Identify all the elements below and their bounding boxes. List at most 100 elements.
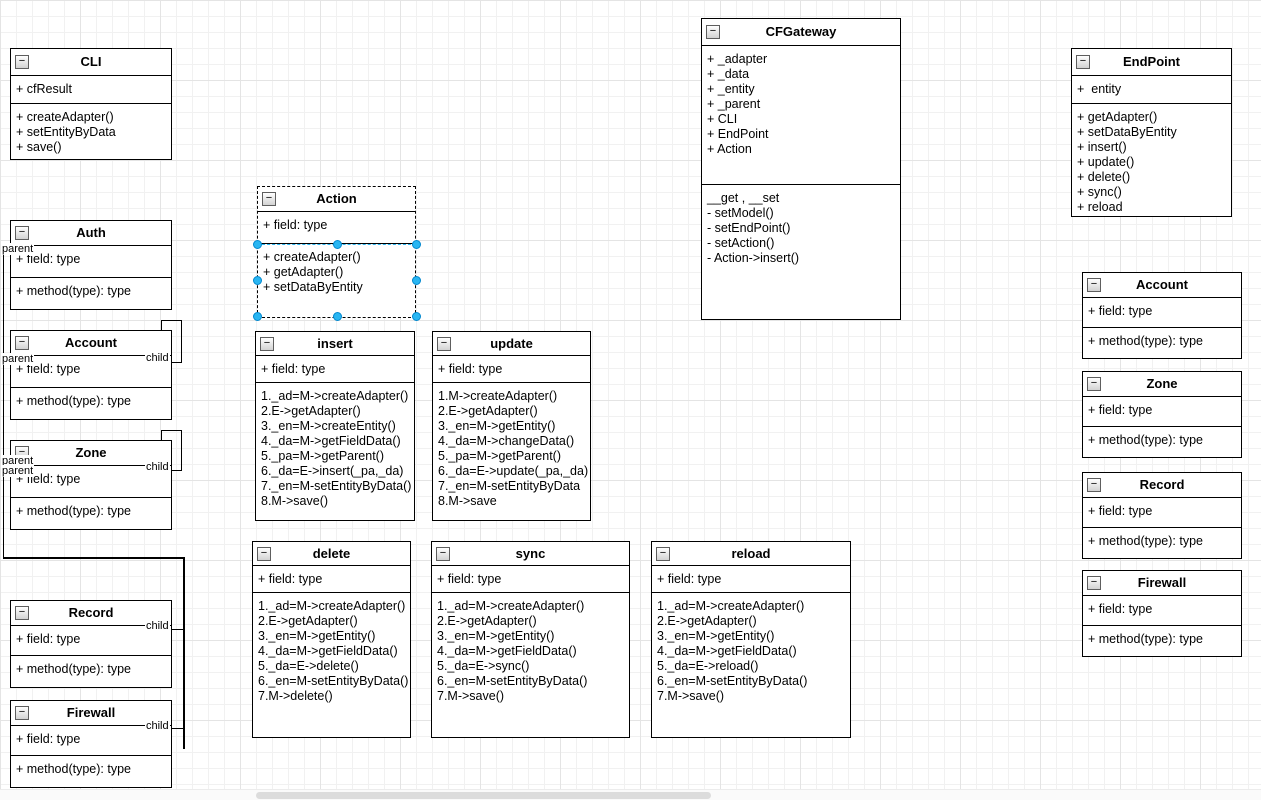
class-methods-section[interactable]: + method(type): type <box>11 387 171 419</box>
class-attributes-section[interactable]: + field: type <box>1083 297 1241 327</box>
selection-handle[interactable] <box>253 240 262 249</box>
class-box-record-left[interactable]: −Record+ field: type+ method(type): type <box>10 600 172 688</box>
class-title-bar[interactable]: −update <box>433 332 590 355</box>
collapse-icon[interactable]: − <box>260 337 274 351</box>
class-methods-section[interactable]: + method(type): type <box>1083 625 1241 656</box>
edge-segment[interactable] <box>172 629 184 630</box>
edge-segment[interactable] <box>172 728 184 729</box>
edge-label[interactable]: child <box>145 461 170 473</box>
class-methods-section[interactable]: + createAdapter()+ getAdapter()+ setData… <box>258 243 415 317</box>
class-box-account-left[interactable]: −Account+ field: type+ method(type): typ… <box>10 330 172 420</box>
selection-handle[interactable] <box>253 276 262 285</box>
collapse-icon[interactable]: − <box>706 25 720 39</box>
class-methods-section[interactable]: + method(type): type <box>1083 426 1241 457</box>
class-title-bar[interactable]: −sync <box>432 542 629 565</box>
class-box-zone-right[interactable]: −Zone+ field: type+ method(type): type <box>1082 371 1242 458</box>
class-title-bar[interactable]: −CLI <box>11 49 171 75</box>
collapse-icon[interactable]: − <box>1087 278 1101 292</box>
class-attributes-section[interactable]: + field: type <box>11 725 171 755</box>
edge-segment[interactable] <box>3 557 185 559</box>
selection-handle[interactable] <box>333 312 342 321</box>
class-box-firewall-left[interactable]: −Firewall+ field: type+ method(type): ty… <box>10 700 172 788</box>
class-methods-section[interactable]: + method(type): type <box>11 655 171 687</box>
edge-label[interactable]: child <box>145 620 170 632</box>
class-methods-section[interactable]: + method(type): type <box>11 497 171 529</box>
class-title-bar[interactable]: −Auth <box>11 221 171 245</box>
scrollbar-thumb[interactable] <box>256 792 711 799</box>
class-box-auth[interactable]: −Auth+ field: type+ method(type): type <box>10 220 172 310</box>
class-title-bar[interactable]: −Firewall <box>11 701 171 725</box>
class-methods-section[interactable]: + method(type): type <box>11 277 171 309</box>
class-methods-section[interactable]: + method(type): type <box>11 755 171 787</box>
class-box-cli[interactable]: −CLI+ cfResult+ createAdapter()+ setEnti… <box>10 48 172 160</box>
class-attributes-section[interactable]: + field: type <box>433 355 590 382</box>
class-attributes-section[interactable]: + field: type <box>432 565 629 592</box>
class-methods-section[interactable]: + method(type): type <box>1083 527 1241 558</box>
class-box-record-right[interactable]: −Record+ field: type+ method(type): type <box>1082 472 1242 559</box>
class-attributes-section[interactable]: + field: type <box>253 565 410 592</box>
edge-segment[interactable] <box>161 320 162 331</box>
collapse-icon[interactable]: − <box>262 192 276 206</box>
class-title-bar[interactable]: −Account <box>11 331 171 355</box>
class-box-endpoint[interactable]: −EndPoint+ entity+ getAdapter()+ setData… <box>1071 48 1232 217</box>
class-title-bar[interactable]: −EndPoint <box>1072 49 1231 75</box>
selection-handle[interactable] <box>412 312 421 321</box>
collapse-icon[interactable]: − <box>436 547 450 561</box>
class-title-bar[interactable]: −Record <box>11 601 171 625</box>
class-box-zone-left[interactable]: −Zone+ field: type+ method(type): type <box>10 440 172 530</box>
class-attributes-section[interactable]: + field: type <box>258 211 415 243</box>
class-attributes-section[interactable]: + field: type <box>11 625 171 655</box>
class-methods-section[interactable]: + createAdapter()+ setEntityByData+ save… <box>11 103 171 159</box>
class-box-account-right[interactable]: −Account+ field: type+ method(type): typ… <box>1082 272 1242 359</box>
class-methods-section[interactable]: 1._ad=M->createAdapter()2.E->getAdapter(… <box>652 592 850 737</box>
class-methods-section[interactable]: 1._ad=M->createAdapter()2.E->getAdapter(… <box>256 382 414 520</box>
selection-handle[interactable] <box>253 312 262 321</box>
edge-segment[interactable] <box>3 250 4 558</box>
class-title-bar[interactable]: −Firewall <box>1083 571 1241 595</box>
class-attributes-section[interactable]: + field: type <box>1083 497 1241 527</box>
class-attributes-section[interactable]: + cfResult <box>11 75 171 103</box>
edge-label[interactable]: parent <box>1 353 35 365</box>
edge-segment[interactable] <box>183 557 185 749</box>
class-title-bar[interactable]: −Zone <box>1083 372 1241 396</box>
edge-label[interactable]: child <box>145 720 170 732</box>
collapse-icon[interactable]: − <box>15 606 29 620</box>
edge-segment[interactable] <box>161 320 182 321</box>
class-methods-section[interactable]: + method(type): type <box>1083 327 1241 358</box>
class-attributes-section[interactable]: + entity <box>1072 75 1231 103</box>
edge-segment[interactable] <box>172 362 182 363</box>
selection-handle[interactable] <box>412 276 421 285</box>
collapse-icon[interactable]: − <box>1076 55 1090 69</box>
class-methods-section[interactable]: 1.M->createAdapter()2.E->getAdapter()3._… <box>433 382 590 520</box>
collapse-icon[interactable]: − <box>15 336 29 350</box>
selection-handle[interactable] <box>412 240 421 249</box>
class-box-cfgateway[interactable]: −CFGateway+ _adapter+ _data+ _entity+ _p… <box>701 18 901 320</box>
class-attributes-section[interactable]: + field: type <box>256 355 414 382</box>
class-box-firewall-right[interactable]: −Firewall+ field: type+ method(type): ty… <box>1082 570 1242 657</box>
class-title-bar[interactable]: −reload <box>652 542 850 565</box>
collapse-icon[interactable]: − <box>656 547 670 561</box>
class-attributes-section[interactable]: + field: type <box>11 245 171 277</box>
horizontal-scrollbar[interactable] <box>0 789 1261 800</box>
edge-label[interactable]: parent <box>1 465 35 477</box>
edge-segment[interactable] <box>161 430 182 431</box>
class-methods-section[interactable]: 1._ad=M->createAdapter()2.E->getAdapter(… <box>253 592 410 737</box>
collapse-icon[interactable]: − <box>1087 478 1101 492</box>
collapse-icon[interactable]: − <box>1087 576 1101 590</box>
collapse-icon[interactable]: − <box>15 706 29 720</box>
class-methods-section[interactable]: 1._ad=M->createAdapter()2.E->getAdapter(… <box>432 592 629 737</box>
class-attributes-section[interactable]: + field: type <box>652 565 850 592</box>
class-methods-section[interactable]: + getAdapter()+ setDataByEntity+ insert(… <box>1072 103 1231 216</box>
class-attributes-section[interactable]: + field: type <box>1083 595 1241 625</box>
class-box-action[interactable]: −Action+ field: type+ createAdapter()+ g… <box>257 186 416 318</box>
collapse-icon[interactable]: − <box>257 547 271 561</box>
edge-label[interactable]: parent <box>1 243 35 255</box>
class-attributes-section[interactable]: + field: type <box>11 465 171 497</box>
collapse-icon[interactable]: − <box>1087 377 1101 391</box>
class-attributes-section[interactable]: + field: type <box>1083 396 1241 426</box>
